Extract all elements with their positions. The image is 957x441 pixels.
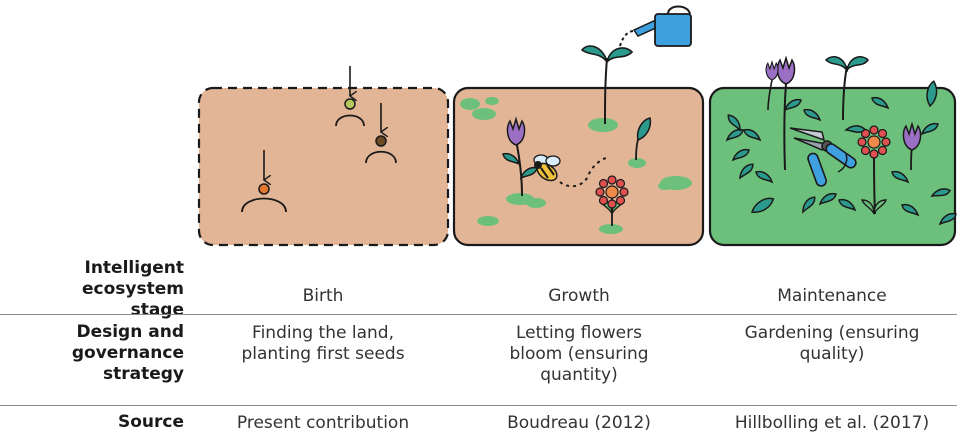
- watering-can-icon: [620, 7, 691, 47]
- strategy-birth: Finding the land, planting first seeds: [216, 323, 430, 365]
- stage-maintenance: Maintenance: [707, 286, 957, 307]
- stage-growth: Growth: [454, 286, 704, 307]
- source-row-label: Source: [34, 412, 184, 433]
- stage-birth: Birth: [198, 286, 448, 307]
- stage-row-label: Intelligent ecosystem stage: [34, 258, 184, 321]
- source-maintenance: Hillbolling et al. (2017): [707, 413, 957, 434]
- maintenance-panel: [710, 57, 956, 245]
- growth-panel: [454, 46, 703, 245]
- row-divider: [0, 405, 957, 406]
- strategy-maintenance: Gardening (ensuring quality): [720, 323, 944, 365]
- source-growth: Boudreau (2012): [454, 413, 704, 434]
- source-birth: Present contribution: [198, 413, 448, 434]
- birth-panel: [199, 66, 448, 245]
- strategy-growth: Letting flowers bloom (ensuring quantity…: [492, 323, 666, 386]
- row-divider: [0, 314, 957, 315]
- strategy-row-label: Design and governance strategy: [54, 322, 184, 385]
